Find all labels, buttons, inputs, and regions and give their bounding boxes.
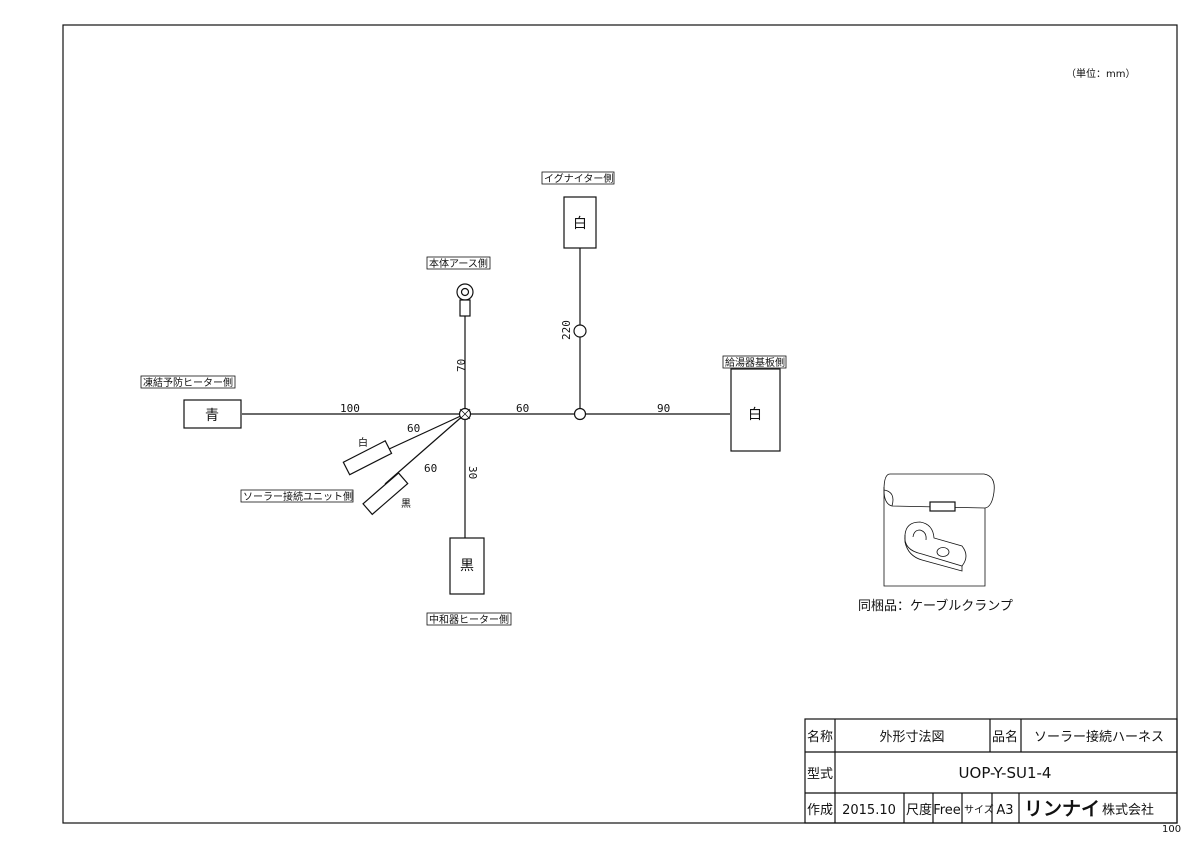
drawing-border [62,24,1178,824]
name-value: 外形寸法図 [879,730,944,745]
ring-terminal [456,283,474,317]
label-board: 給湯器基板側 [722,355,787,369]
name-label: 名称 [807,729,833,745]
dimension-60-right: 60 [516,402,529,415]
size-label: サイズ [964,803,994,816]
svg-text:イグナイター側: イグナイター側 [544,172,613,185]
connector-neutralizer-heater: 黒 [449,537,485,595]
product-value: ソーラー接続ハーネス [1034,729,1164,745]
dimension-90: 90 [657,402,670,415]
scale-value: Free [933,803,961,818]
solar-black-color: 黒 [401,498,411,510]
connector-freeze-heater-color: 青 [205,408,219,424]
solar-black-wire [384,413,466,485]
model-label: 型式 [807,767,833,782]
product-label: 品名 [992,729,1018,745]
label-freeze-heater: 凍結予防ヒーター側 [140,375,236,389]
company-logo: リンナイ [1024,798,1100,820]
dimension-220: 220 [560,320,573,340]
made-value: 2015.10 [842,803,896,818]
dimension-30: 30 [466,466,479,479]
svg-text:中和器ヒーター側: 中和器ヒーター側 [429,613,509,626]
connector-solar-white [342,440,393,476]
dimension-100: 100 [340,402,360,415]
made-label: 作成 [807,803,833,818]
svg-text:凍結予防ヒーター側: 凍結予防ヒーター側 [143,376,233,389]
junction-igniter [573,324,587,338]
connector-neutralizer-color: 黒 [460,558,474,574]
connector-board: 白 [730,368,781,452]
junction-right [573,407,587,421]
connector-igniter-color: 白 [573,216,587,232]
label-neutralizer-heater: 中和器ヒーター側 [426,612,512,626]
dimension-60-lower: 60 [424,462,437,475]
dimension-60-upper: 60 [407,422,420,435]
size-value: A3 [996,803,1013,818]
svg-text:給湯器基板側: 給湯器基板側 [725,356,785,369]
model-value: UOP-Y-SU1-4 [959,764,1052,782]
solar-white-color: 白 [358,436,368,449]
cable-clamp-illustration [883,473,995,587]
connector-solar-black [362,472,409,516]
unit-note: （単位：mm） [1066,67,1135,80]
corner-note: 100 [1162,824,1181,835]
label-body-earth: 本体アース側 [426,256,491,270]
company-suffix: 株式会社 [1102,802,1154,818]
scale-label: 尺度 [906,802,932,818]
clamp-caption: 同梱品：ケーブルクランプ [858,598,1013,614]
svg-text:ソーラー接続ユニット側: ソーラー接続ユニット側 [243,490,353,503]
connector-igniter: 白 [563,196,597,249]
connector-board-color: 白 [748,407,762,423]
label-igniter: イグナイター側 [541,171,615,185]
svg-text:本体アース側: 本体アース側 [429,257,488,270]
title-block: 名称 外形寸法図 品名 ソーラー接続ハーネス 型式 UOP-Y-SU1-4 作成… [804,718,1178,824]
dimension-70: 70 [455,359,468,372]
label-solar-unit: ソーラー接続ユニット側 [240,489,354,503]
connector-freeze-heater: 青 [183,399,242,429]
